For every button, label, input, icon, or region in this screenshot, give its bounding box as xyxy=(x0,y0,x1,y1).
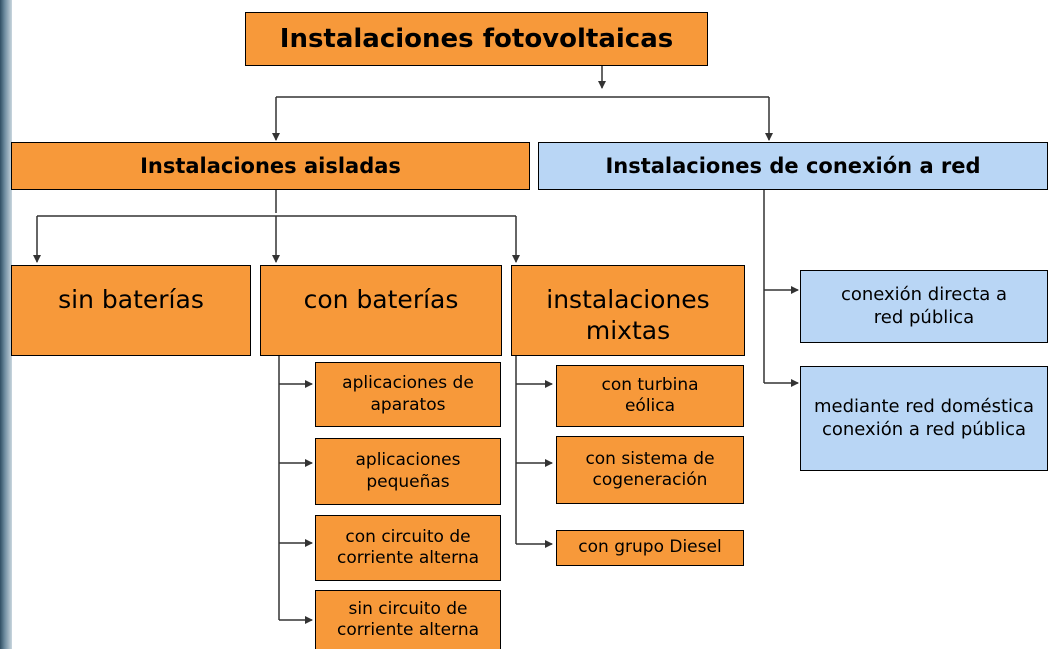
grid-item-1: conexión directa a red pública xyxy=(800,270,1048,343)
background-photo-strip xyxy=(0,0,12,649)
no-batteries-label: sin baterías xyxy=(58,285,204,314)
batteries-item-3: con circuito de corriente alterna xyxy=(315,515,501,581)
batteries-item-1: aplicaciones de aparatos xyxy=(315,362,501,427)
batteries-item-2: aplicaciones pequeñas xyxy=(315,438,501,505)
grid-box: Instalaciones de conexión a red xyxy=(538,142,1048,190)
mixed-item-1: con turbina eólica xyxy=(556,365,744,427)
batteries-item-1-label: aplicaciones de aparatos xyxy=(342,373,474,415)
batteries-item-4-label: sin circuito de corriente alterna xyxy=(336,598,480,640)
mixed-box: instalaciones mixtas xyxy=(511,265,745,356)
with-batteries-box: con baterías xyxy=(260,265,502,356)
batteries-item-4: sin circuito de corriente alterna xyxy=(315,590,501,649)
root-box: Instalaciones fotovoltaicas xyxy=(245,12,708,66)
isolated-label: Instalaciones aisladas xyxy=(140,153,401,178)
batteries-item-3-label: con circuito de corriente alterna xyxy=(336,526,480,568)
with-batteries-label: con baterías xyxy=(303,285,459,314)
grid-item-2: mediante red doméstica conexión a red pú… xyxy=(800,366,1048,471)
grid-item-2-label: mediante red doméstica conexión a red pú… xyxy=(814,396,1034,440)
batteries-item-2-label: aplicaciones pequeñas xyxy=(355,450,461,492)
grid-label: Instalaciones de conexión a red xyxy=(605,153,981,178)
root-label: Instalaciones fotovoltaicas xyxy=(279,23,674,54)
mixed-item-3-label: con grupo Diesel xyxy=(578,537,722,558)
mixed-item-2: con sistema de cogeneración xyxy=(556,436,744,504)
no-batteries-box: sin baterías xyxy=(11,265,251,356)
grid-item-1-label: conexión directa a red pública xyxy=(840,284,1008,328)
mixed-item-3: con grupo Diesel xyxy=(556,530,744,566)
mixed-item-1-label: con turbina eólica xyxy=(601,374,699,416)
mixed-item-2-label: con sistema de cogeneración xyxy=(585,448,715,490)
mixed-label: instalaciones mixtas xyxy=(546,285,710,346)
isolated-box: Instalaciones aisladas xyxy=(11,142,530,190)
